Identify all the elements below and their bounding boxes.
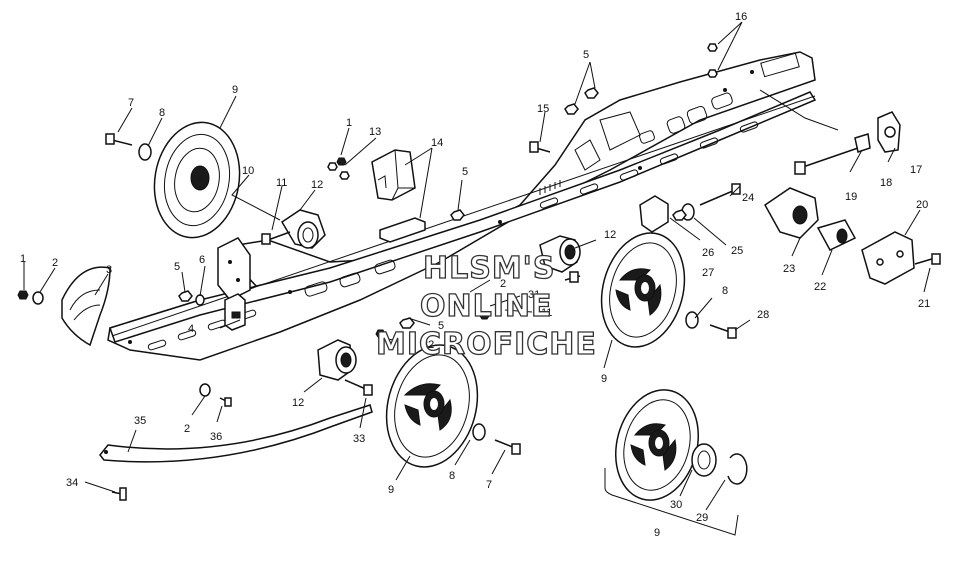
callout-25: 25 — [731, 245, 743, 257]
callout-7: 7 — [128, 97, 134, 109]
callout-22: 22 — [814, 281, 826, 293]
axle-housing-right — [539, 235, 581, 273]
nuts-washers — [17, 43, 718, 441]
idler-wheel-detail — [604, 389, 748, 536]
callout-8: 8 — [722, 285, 728, 297]
callout-9: 9 — [232, 84, 238, 96]
callout-29: 29 — [696, 512, 708, 524]
watermark-line-3: MICROFICHE — [376, 327, 597, 362]
wear-strip — [99, 404, 373, 463]
callout-18: 18 — [880, 177, 892, 189]
callout-20: 20 — [916, 199, 928, 211]
callout-9: 9 — [601, 373, 607, 385]
callout-12: 12 — [311, 179, 323, 191]
callout-16: 16 — [735, 11, 747, 23]
axle-housing-bottom — [317, 339, 357, 381]
callout-4: 4 — [188, 323, 194, 335]
callout-12: 12 — [292, 397, 304, 409]
callout-2: 2 — [500, 278, 506, 290]
callout-21: 21 — [918, 298, 930, 310]
callout-5: 5 — [174, 261, 180, 273]
callout-9: 9 — [654, 527, 660, 539]
watermark: HLSM'S ONLINE MICROFICHE — [375, 250, 597, 362]
callout-15: 15 — [537, 103, 549, 115]
callout-11: 11 — [276, 177, 287, 189]
bracket-10 — [217, 237, 251, 301]
idler-wheel-left — [153, 121, 241, 239]
callout-35: 35 — [134, 415, 146, 427]
callout-1: 1 — [20, 253, 26, 265]
callout-34: 34 — [66, 477, 78, 489]
block-23 — [764, 187, 819, 239]
callout-31: 31 — [528, 289, 540, 301]
suspension-rail — [107, 51, 817, 361]
callout-33: 33 — [353, 433, 365, 445]
callout-36: 36 — [210, 431, 222, 443]
callout-10: 10 — [242, 165, 254, 177]
callout-13: 13 — [369, 126, 381, 138]
rail-tip — [61, 266, 111, 347]
callout-26: 26 — [702, 247, 714, 259]
callout-17: 17 — [910, 164, 922, 176]
callout-8: 8 — [159, 107, 165, 119]
callout-labels: 1 1 2 2 2 3 4 5 5 5 5 6 7 7 8 8 8 9 9 9 … — [20, 11, 930, 539]
callout-32: 32 — [422, 339, 434, 351]
bracket-27 — [639, 195, 669, 233]
bolts — [105, 133, 941, 501]
watermark-line-2: ONLINE — [420, 289, 553, 324]
callout-28: 28 — [757, 309, 769, 321]
callout-30: 30 — [670, 499, 682, 511]
callout-14: 14 — [431, 137, 443, 149]
axle-housing-left — [280, 209, 326, 249]
callout-6: 6 — [199, 254, 205, 266]
leader-lines — [23, 21, 931, 511]
callout-12: 12 — [604, 229, 616, 241]
callout-1: 1 — [346, 117, 352, 129]
plate-20 — [861, 231, 915, 285]
bracket-17 — [877, 111, 901, 153]
callout-3: 3 — [106, 264, 112, 276]
clip-4 — [224, 293, 246, 331]
callout-19: 19 — [845, 191, 857, 203]
callout-9: 9 — [388, 484, 394, 496]
block-22 — [816, 219, 857, 251]
callout-2: 2 — [184, 423, 190, 435]
callout-8: 8 — [449, 470, 455, 482]
callout-5: 5 — [438, 320, 444, 332]
callout-5: 5 — [462, 166, 468, 178]
callout-24: 24 — [742, 192, 754, 204]
idler-wheel-right — [600, 232, 686, 348]
callout-11: 11 — [541, 307, 552, 319]
callout-27: 27 — [702, 267, 714, 279]
idler-wheel-center — [385, 344, 479, 468]
block-18 — [854, 133, 871, 153]
callout-7: 7 — [486, 479, 492, 491]
watermark-line-1: HLSM'S — [423, 251, 555, 286]
callout-5: 5 — [583, 49, 589, 61]
slider-blocks — [371, 149, 426, 243]
callout-23: 23 — [783, 263, 795, 275]
callout-2: 2 — [52, 257, 58, 269]
